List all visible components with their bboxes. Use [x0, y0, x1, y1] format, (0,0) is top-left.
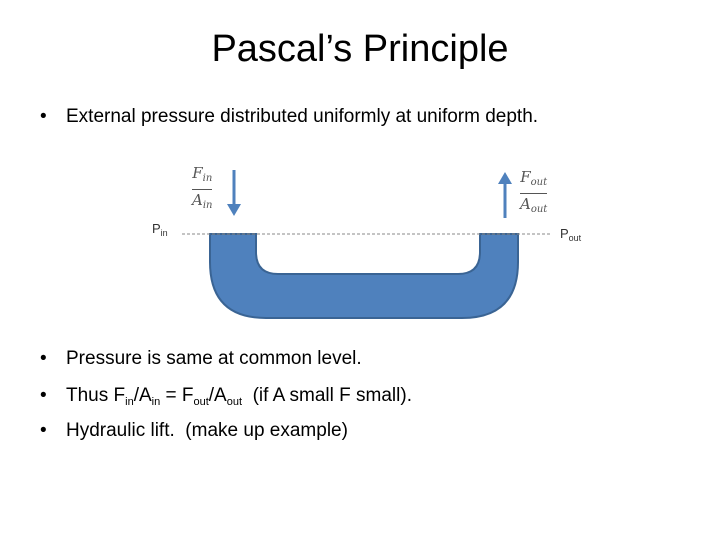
fout-label: Fout: [520, 168, 548, 188]
aout-label: Aout: [520, 195, 548, 215]
bullet-dot: •: [40, 106, 47, 127]
ratio-text-eq: = F: [160, 385, 194, 406]
ratio-text-lead: Thus F: [66, 385, 126, 406]
pout-label: Pout: [560, 226, 582, 243]
ratio-sub-ain: in: [151, 396, 161, 408]
ratio-text-a-in: /A: [133, 385, 152, 406]
slide-title: Pascal’s Principle: [211, 28, 509, 70]
bullet-pressure-same: • Pressure is same at common level.: [40, 348, 362, 370]
ratio-sub-fout: out: [193, 396, 209, 408]
fraction-bar: [520, 193, 548, 194]
bullet-text: External pressure distributed uniformly …: [66, 106, 539, 127]
ratio-text-tail: (if A small F small).: [242, 385, 412, 406]
bullet-external-pressure: • External pressure distributed uniformly…: [40, 106, 538, 128]
bullet-text: Hydraulic lift. (make up example): [66, 420, 348, 441]
ratio-sub-aout: out: [226, 396, 243, 408]
bullet-text: Pressure is same at common level.: [66, 348, 362, 369]
fluid-u-tube: [209, 233, 519, 319]
bullet-force-ratio: •Thus Fin/Ain = Fout/Aout (if A small F …: [40, 385, 412, 408]
output-force-arrow: [498, 172, 512, 218]
ratio-sub-fin: in: [125, 396, 134, 408]
ain-label: Ain: [192, 191, 213, 211]
bullet-dot: •: [40, 348, 47, 369]
bullet-dot: •: [40, 385, 47, 406]
bullet-dot: •: [40, 420, 47, 441]
input-force-arrow: [227, 170, 241, 216]
fin-over-ain-fraction: Fin Ain: [192, 164, 213, 215]
bullet-hydraulic-lift: • Hydraulic lift. (make up example): [40, 420, 348, 442]
ratio-text-a-out: /A: [208, 385, 227, 406]
fin-label: Fin: [192, 164, 213, 184]
pin-label: Pin: [152, 221, 168, 238]
fout-over-aout-fraction: Fout Aout: [520, 168, 548, 219]
fraction-bar: [192, 189, 213, 190]
